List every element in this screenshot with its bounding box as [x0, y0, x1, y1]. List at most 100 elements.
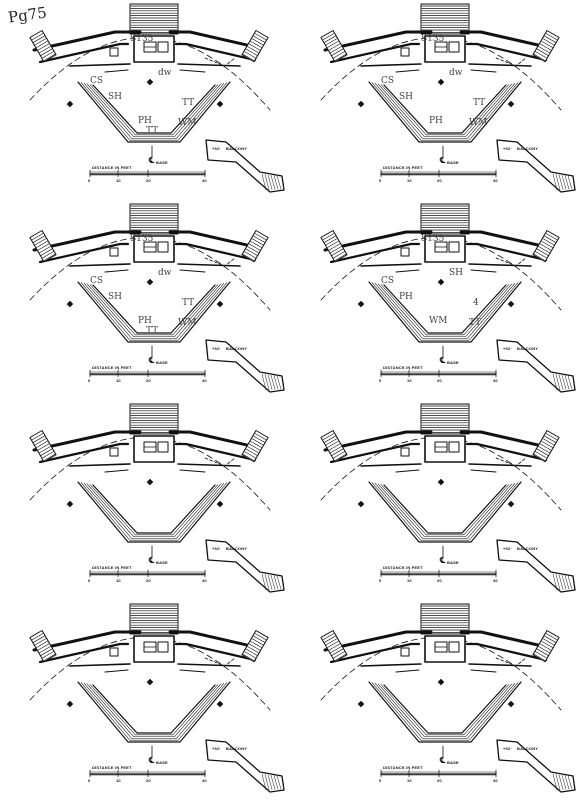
scale-bar — [380, 769, 497, 778]
handwritten-annotation: SH — [108, 292, 123, 302]
side-stair — [241, 230, 269, 263]
central-room — [424, 635, 466, 663]
seating-tier — [368, 81, 522, 143]
seating-tier — [380, 284, 510, 336]
register-mark — [437, 478, 445, 486]
center-marker-sub: BASE — [447, 760, 459, 765]
balcony-outline — [496, 539, 576, 593]
register-mark — [437, 78, 445, 86]
handwritten-annotation: SH — [449, 268, 464, 278]
side-stair — [320, 430, 348, 463]
center-marker-sub: BASE — [447, 560, 459, 565]
center-marker-sub: BASE — [156, 160, 168, 165]
center-marker-sub: BASE — [156, 360, 168, 365]
stub-box — [109, 47, 119, 57]
balcony-label: BALCONY — [226, 146, 248, 151]
balcony-outline — [205, 139, 285, 193]
scale-tick-label: 40 — [493, 378, 498, 383]
seating-tier — [368, 281, 522, 343]
register-mark — [66, 700, 74, 708]
side-stair — [320, 29, 348, 63]
register-mark — [66, 100, 74, 108]
handwritten-annotation: CS — [381, 276, 395, 286]
handwritten-annotation: S135 — [421, 34, 445, 44]
scale-tick-label: 0 — [88, 778, 91, 783]
balcony-outline — [496, 339, 576, 393]
handwritten-annotation: 4 — [473, 298, 479, 308]
handwritten-annotation: PH — [429, 116, 443, 126]
scale-caption: DISTANCE IN FEET — [92, 565, 132, 570]
stair-block — [129, 603, 179, 635]
handwritten-annotation: TT — [469, 318, 482, 328]
seating-tier — [80, 682, 228, 741]
scale-caption: DISTANCE IN FEET — [383, 765, 423, 770]
register-mark — [437, 678, 445, 686]
scale-tick-label: 10 — [407, 778, 412, 783]
floor-plan-drawing — [29, 603, 285, 793]
floor-plan-drawing — [29, 203, 285, 393]
seating-tier — [380, 84, 510, 136]
seating-tier — [77, 81, 231, 143]
floor-plan-drawing — [29, 3, 285, 193]
stub-box — [400, 47, 410, 57]
side-stair — [532, 429, 560, 463]
scale-tick-label: 10 — [116, 578, 121, 583]
handwritten-annotation: TT — [146, 126, 159, 136]
seating-tier — [83, 482, 225, 539]
handwritten-annotation: S135 — [130, 34, 154, 44]
balcony-elevation: +52' — [503, 746, 512, 751]
seating-tier — [383, 484, 507, 534]
register-mark — [507, 500, 515, 508]
handwritten-annotation: S135 — [130, 234, 154, 244]
register-mark — [357, 700, 365, 708]
register-mark — [507, 700, 515, 708]
center-marker: ℄ — [149, 756, 155, 765]
seating-tier — [89, 484, 219, 536]
register-mark — [146, 278, 154, 286]
scale-tick-label: 20 — [437, 178, 442, 183]
central-room — [133, 635, 175, 663]
scale-tick-label: 10 — [407, 178, 412, 183]
seating-tier — [83, 682, 225, 739]
side-stair — [532, 230, 560, 263]
side-stair — [241, 29, 269, 63]
handwritten-annotation: PH — [138, 116, 152, 126]
stub-box — [400, 647, 410, 657]
seating-tier — [92, 84, 216, 134]
scale-tick-label: 40 — [493, 778, 498, 783]
handwritten-annotation: dw — [449, 68, 463, 78]
scale-tick-label: 10 — [116, 778, 121, 783]
scale-bar — [89, 769, 206, 778]
scale-tick-label: 0 — [88, 178, 91, 183]
stair-block — [129, 3, 179, 35]
register-mark — [216, 100, 224, 108]
register-mark — [216, 500, 224, 508]
stub-box — [400, 247, 410, 257]
floor-plan-drawing — [29, 403, 285, 593]
seating-tier — [80, 482, 228, 541]
central-room — [133, 35, 175, 63]
register-mark — [357, 300, 365, 308]
register-mark — [357, 100, 365, 108]
register-mark — [216, 300, 224, 308]
side-stair — [532, 29, 560, 63]
center-marker-sub: BASE — [156, 560, 168, 565]
side-stair — [532, 630, 560, 663]
handwritten-annotation: TT — [182, 98, 195, 108]
seating-tier — [77, 481, 231, 543]
seating-tier — [377, 83, 513, 137]
balcony-elevation: +52' — [503, 146, 512, 151]
seating-tier — [377, 283, 513, 337]
seating-tier — [86, 483, 222, 537]
central-room — [133, 235, 175, 263]
seating-tier — [83, 282, 225, 339]
seating-tier — [77, 281, 231, 343]
seating-tier — [371, 282, 519, 341]
side-stair — [320, 230, 348, 263]
side-stair — [241, 630, 269, 663]
